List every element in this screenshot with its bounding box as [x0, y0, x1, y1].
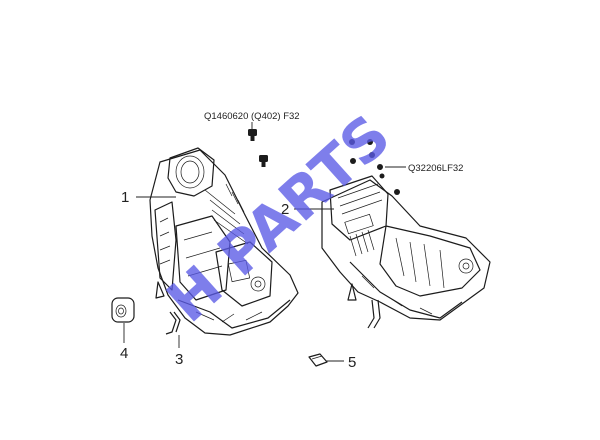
screw-icon	[259, 155, 268, 167]
callout-2: 2	[281, 201, 289, 218]
grommet-part	[111, 297, 135, 323]
part-code-screw: Q1460620 (Q402) F32	[204, 111, 300, 122]
hvac-housing-left	[149, 147, 299, 336]
leader-lines	[123, 122, 406, 362]
clip-part	[165, 311, 181, 335]
callout-5: 5	[348, 354, 356, 371]
callout-1: 1	[121, 189, 129, 206]
part-code-nut: Q32206LF32	[408, 163, 463, 174]
hvac-housing-right	[321, 175, 491, 329]
seal-pad-part	[308, 353, 328, 367]
screw-icon	[248, 129, 257, 141]
nut-icon	[349, 139, 400, 195]
callout-3: 3	[175, 351, 183, 368]
callout-4: 4	[120, 345, 128, 362]
